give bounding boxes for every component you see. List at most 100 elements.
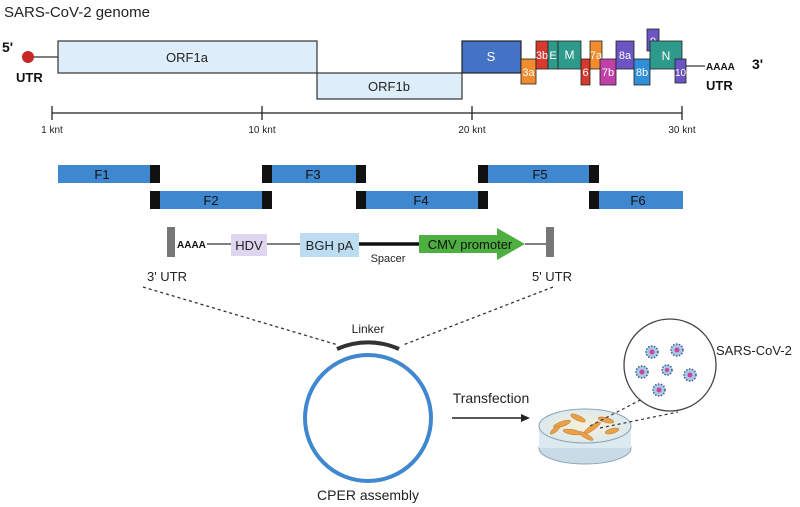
fragment-f1-overlap bbox=[150, 165, 160, 183]
virus-label: SARS-CoV-2 bbox=[716, 343, 792, 358]
fragment-f6-overlap bbox=[589, 191, 599, 209]
five-prime-label: 5' bbox=[2, 39, 13, 55]
fragment-f3-label: F3 bbox=[305, 167, 320, 182]
gene-e-label: E bbox=[549, 50, 556, 62]
cultured-cells bbox=[549, 413, 620, 441]
virion-icon bbox=[661, 364, 673, 376]
fragment-f6-label: F6 bbox=[630, 193, 645, 208]
cper-assembly-label: CPER assembly bbox=[317, 487, 419, 503]
fragment-f5-block bbox=[488, 165, 589, 183]
gene-3a-block bbox=[520, 58, 537, 85]
gene-3a-label: 3a bbox=[522, 67, 535, 79]
cmv-promoter-arrow bbox=[419, 228, 525, 260]
five-prime-cap-icon bbox=[22, 51, 34, 63]
zoom-line-left bbox=[142, 286, 339, 346]
virion-icon bbox=[635, 365, 649, 379]
fragment-f1-label: F1 bbox=[94, 167, 109, 182]
gene-3b-label: 3b bbox=[536, 50, 548, 62]
fragment-f5-label: F5 bbox=[532, 167, 547, 182]
fragment-f5-overlap-left bbox=[478, 165, 488, 183]
linker-label: Linker bbox=[352, 322, 385, 336]
orf1a-block bbox=[57, 40, 318, 74]
scale-label-10: 10 knt bbox=[248, 125, 275, 136]
gene-6-label: 6 bbox=[582, 67, 588, 79]
genome-title: SARS-CoV-2 genome bbox=[4, 4, 150, 21]
fragment-f2-label: F2 bbox=[203, 193, 218, 208]
s-gene-label: S bbox=[487, 49, 496, 64]
gene-10-label: 10 bbox=[675, 68, 687, 79]
gene-10-block bbox=[674, 58, 687, 84]
fragment-f6-block bbox=[599, 191, 683, 209]
plasmid-circle bbox=[303, 353, 433, 483]
gene-m-label: M bbox=[565, 48, 575, 62]
fragment-f5-overlap-right bbox=[589, 165, 599, 183]
scale-label-30: 30 knt bbox=[668, 125, 695, 136]
cper-plasmid: Linker CPER assembly bbox=[303, 322, 433, 503]
gene-8a-block bbox=[615, 40, 635, 70]
scale-label-1: 1 knt bbox=[41, 125, 63, 136]
bgh-pa-label: BGH pA bbox=[306, 238, 354, 253]
transfection-label: Transfection bbox=[453, 390, 530, 406]
fragment-f2-block bbox=[160, 191, 262, 209]
utr-left-label: UTR bbox=[16, 70, 43, 85]
utr-right-label: UTR bbox=[706, 78, 733, 93]
orf1b-block bbox=[316, 72, 463, 100]
polya-label: AAAA bbox=[706, 62, 735, 73]
gene-8a-label: 8a bbox=[619, 50, 632, 62]
linker-construct: AAAA HDV BGH pA Spacer CMV promoter 3' U… bbox=[147, 227, 572, 284]
magnifier-line-right bbox=[599, 411, 679, 429]
virus-particles bbox=[635, 343, 697, 397]
transfection-arrow-head bbox=[521, 414, 530, 422]
genome-map: 5' UTR ORF1a ORF1b S 3a 3b E M 6 7a 7b 8… bbox=[2, 28, 763, 100]
utr5-end-block bbox=[546, 227, 554, 257]
orf1a-label: ORF1a bbox=[166, 50, 209, 65]
gene-8b-block bbox=[633, 58, 651, 86]
fragment-f4-block bbox=[366, 191, 478, 209]
virion-icon bbox=[645, 345, 659, 359]
fragment-f2-overlap-left bbox=[150, 191, 160, 209]
fragment-f4-overlap-left bbox=[356, 191, 366, 209]
gene-7b-label: 7b bbox=[602, 67, 614, 79]
petri-dish bbox=[538, 408, 632, 465]
linker-arc bbox=[336, 340, 400, 351]
gene-8b-label: 8b bbox=[636, 67, 648, 79]
virion-icon bbox=[670, 343, 684, 357]
fragment-f3-block bbox=[272, 165, 356, 183]
utr3-end-block bbox=[167, 227, 175, 257]
cell-8 bbox=[549, 425, 561, 435]
gene-m-block bbox=[557, 40, 582, 70]
gene-n-label: N bbox=[662, 49, 671, 63]
spacer-label: Spacer bbox=[371, 253, 406, 265]
gene-6-block bbox=[580, 58, 591, 86]
fragment-f3-overlap-left bbox=[262, 165, 272, 183]
virion-icon bbox=[683, 368, 697, 382]
utr3-label: 3' UTR bbox=[147, 269, 187, 284]
fragment-f4-label: F4 bbox=[413, 193, 428, 208]
dish-top bbox=[538, 408, 632, 444]
fragment-f3-overlap-right bbox=[356, 165, 366, 183]
scale-bar: 1 knt 10 knt 20 knt 30 knt bbox=[41, 106, 696, 136]
zoom-line-right bbox=[402, 286, 554, 346]
three-prime-label: 3' bbox=[752, 56, 763, 72]
virus-magnifier: SARS-CoV-2 bbox=[623, 318, 792, 412]
cell-2 bbox=[570, 413, 586, 423]
construct-polya-label: AAAA bbox=[177, 240, 206, 251]
virion-icon bbox=[652, 383, 666, 397]
orf1b-label: ORF1b bbox=[368, 79, 410, 94]
cell-7 bbox=[578, 431, 594, 441]
hdv-label: HDV bbox=[235, 238, 263, 253]
hdv-block bbox=[231, 234, 267, 256]
scale-label-20: 20 knt bbox=[458, 125, 485, 136]
transfection-step: Transfection bbox=[452, 390, 530, 422]
fragment-f1-block bbox=[58, 165, 150, 183]
gene-7a-block bbox=[589, 40, 603, 70]
fragment-f4-overlap-right bbox=[478, 191, 488, 209]
gene-7b-block bbox=[599, 58, 617, 86]
fragments: F1 F2 F3 F4 F5 F6 bbox=[58, 165, 683, 209]
utr5-label: 5' UTR bbox=[532, 269, 572, 284]
s-gene-block bbox=[461, 40, 522, 74]
magnifier-circle bbox=[623, 318, 717, 412]
cmv-promoter-label: CMV promoter bbox=[428, 237, 513, 252]
